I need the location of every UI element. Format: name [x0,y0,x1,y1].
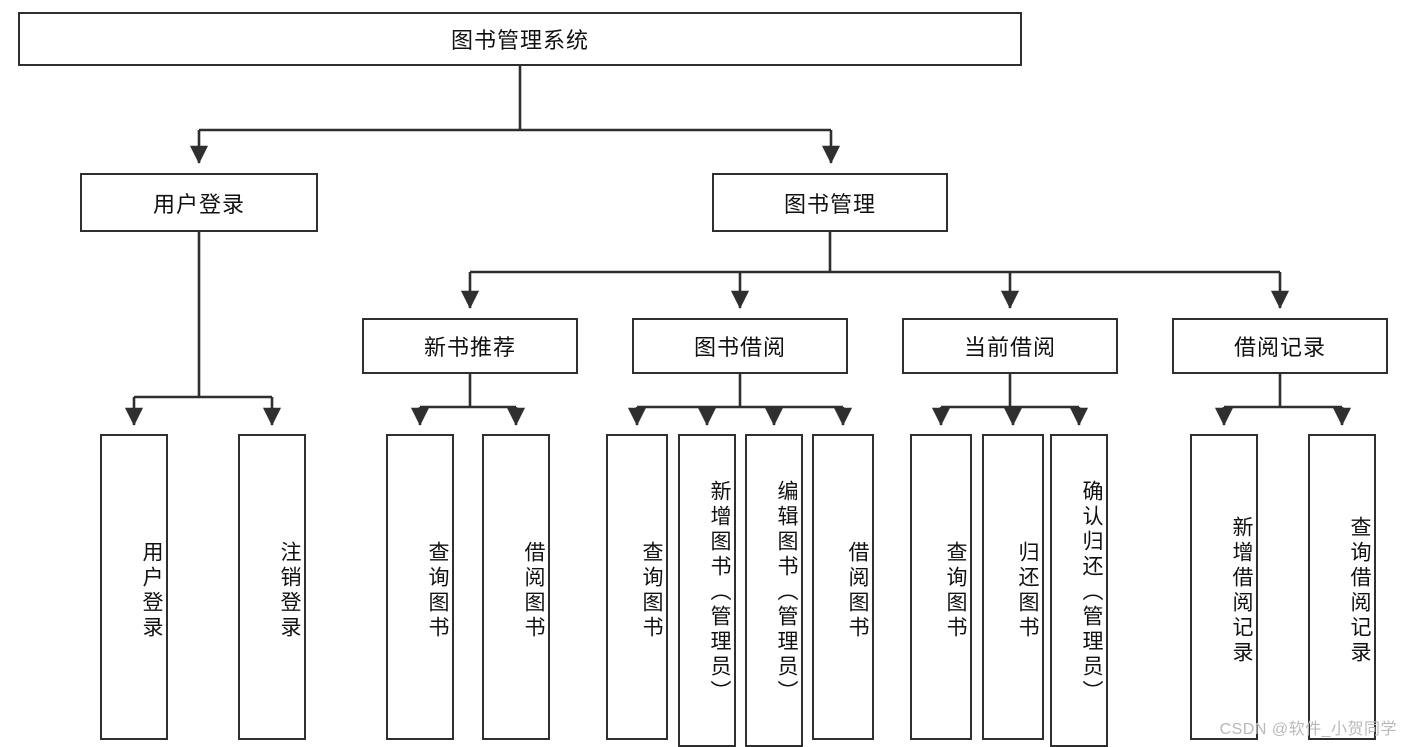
node-leaf-borrow-book-2[interactable]: 借阅图书 [812,434,874,740]
node-leaf-query-book-1[interactable]: 查询图书 [386,434,454,740]
node-leaf-borrow-book-1[interactable]: 借阅图书 [482,434,550,740]
node-leaf-add-record[interactable]: 新增借阅记录 [1190,434,1258,740]
node-leaf-user-login[interactable]: 用户登录 [100,434,168,740]
node-leaf-user-logout[interactable]: 注销登录 [238,434,306,740]
node-leaf-query-book-2[interactable]: 查询图书 [606,434,668,740]
node-leaf-edit-book[interactable]: 编辑图书（管理员） [745,434,803,747]
node-book-borrow[interactable]: 图书借阅 [632,318,848,374]
node-borrow-record[interactable]: 借阅记录 [1172,318,1388,374]
node-book-manage[interactable]: 图书管理 [712,173,948,232]
node-leaf-confirm-return[interactable]: 确认归还（管理员） [1050,434,1108,747]
node-user-login[interactable]: 用户登录 [80,173,318,232]
node-current-borrow[interactable]: 当前借阅 [902,318,1118,374]
node-leaf-add-book[interactable]: 新增图书（管理员） [678,434,736,747]
node-leaf-query-record[interactable]: 查询借阅记录 [1308,434,1376,740]
node-new-book-recommend[interactable]: 新书推荐 [362,318,578,374]
node-root[interactable]: 图书管理系统 [18,12,1022,66]
watermark-text: CSDN @软件_小贺同学 [1219,721,1397,738]
node-leaf-query-book-3[interactable]: 查询图书 [910,434,972,740]
node-leaf-return-book[interactable]: 归还图书 [982,434,1044,740]
